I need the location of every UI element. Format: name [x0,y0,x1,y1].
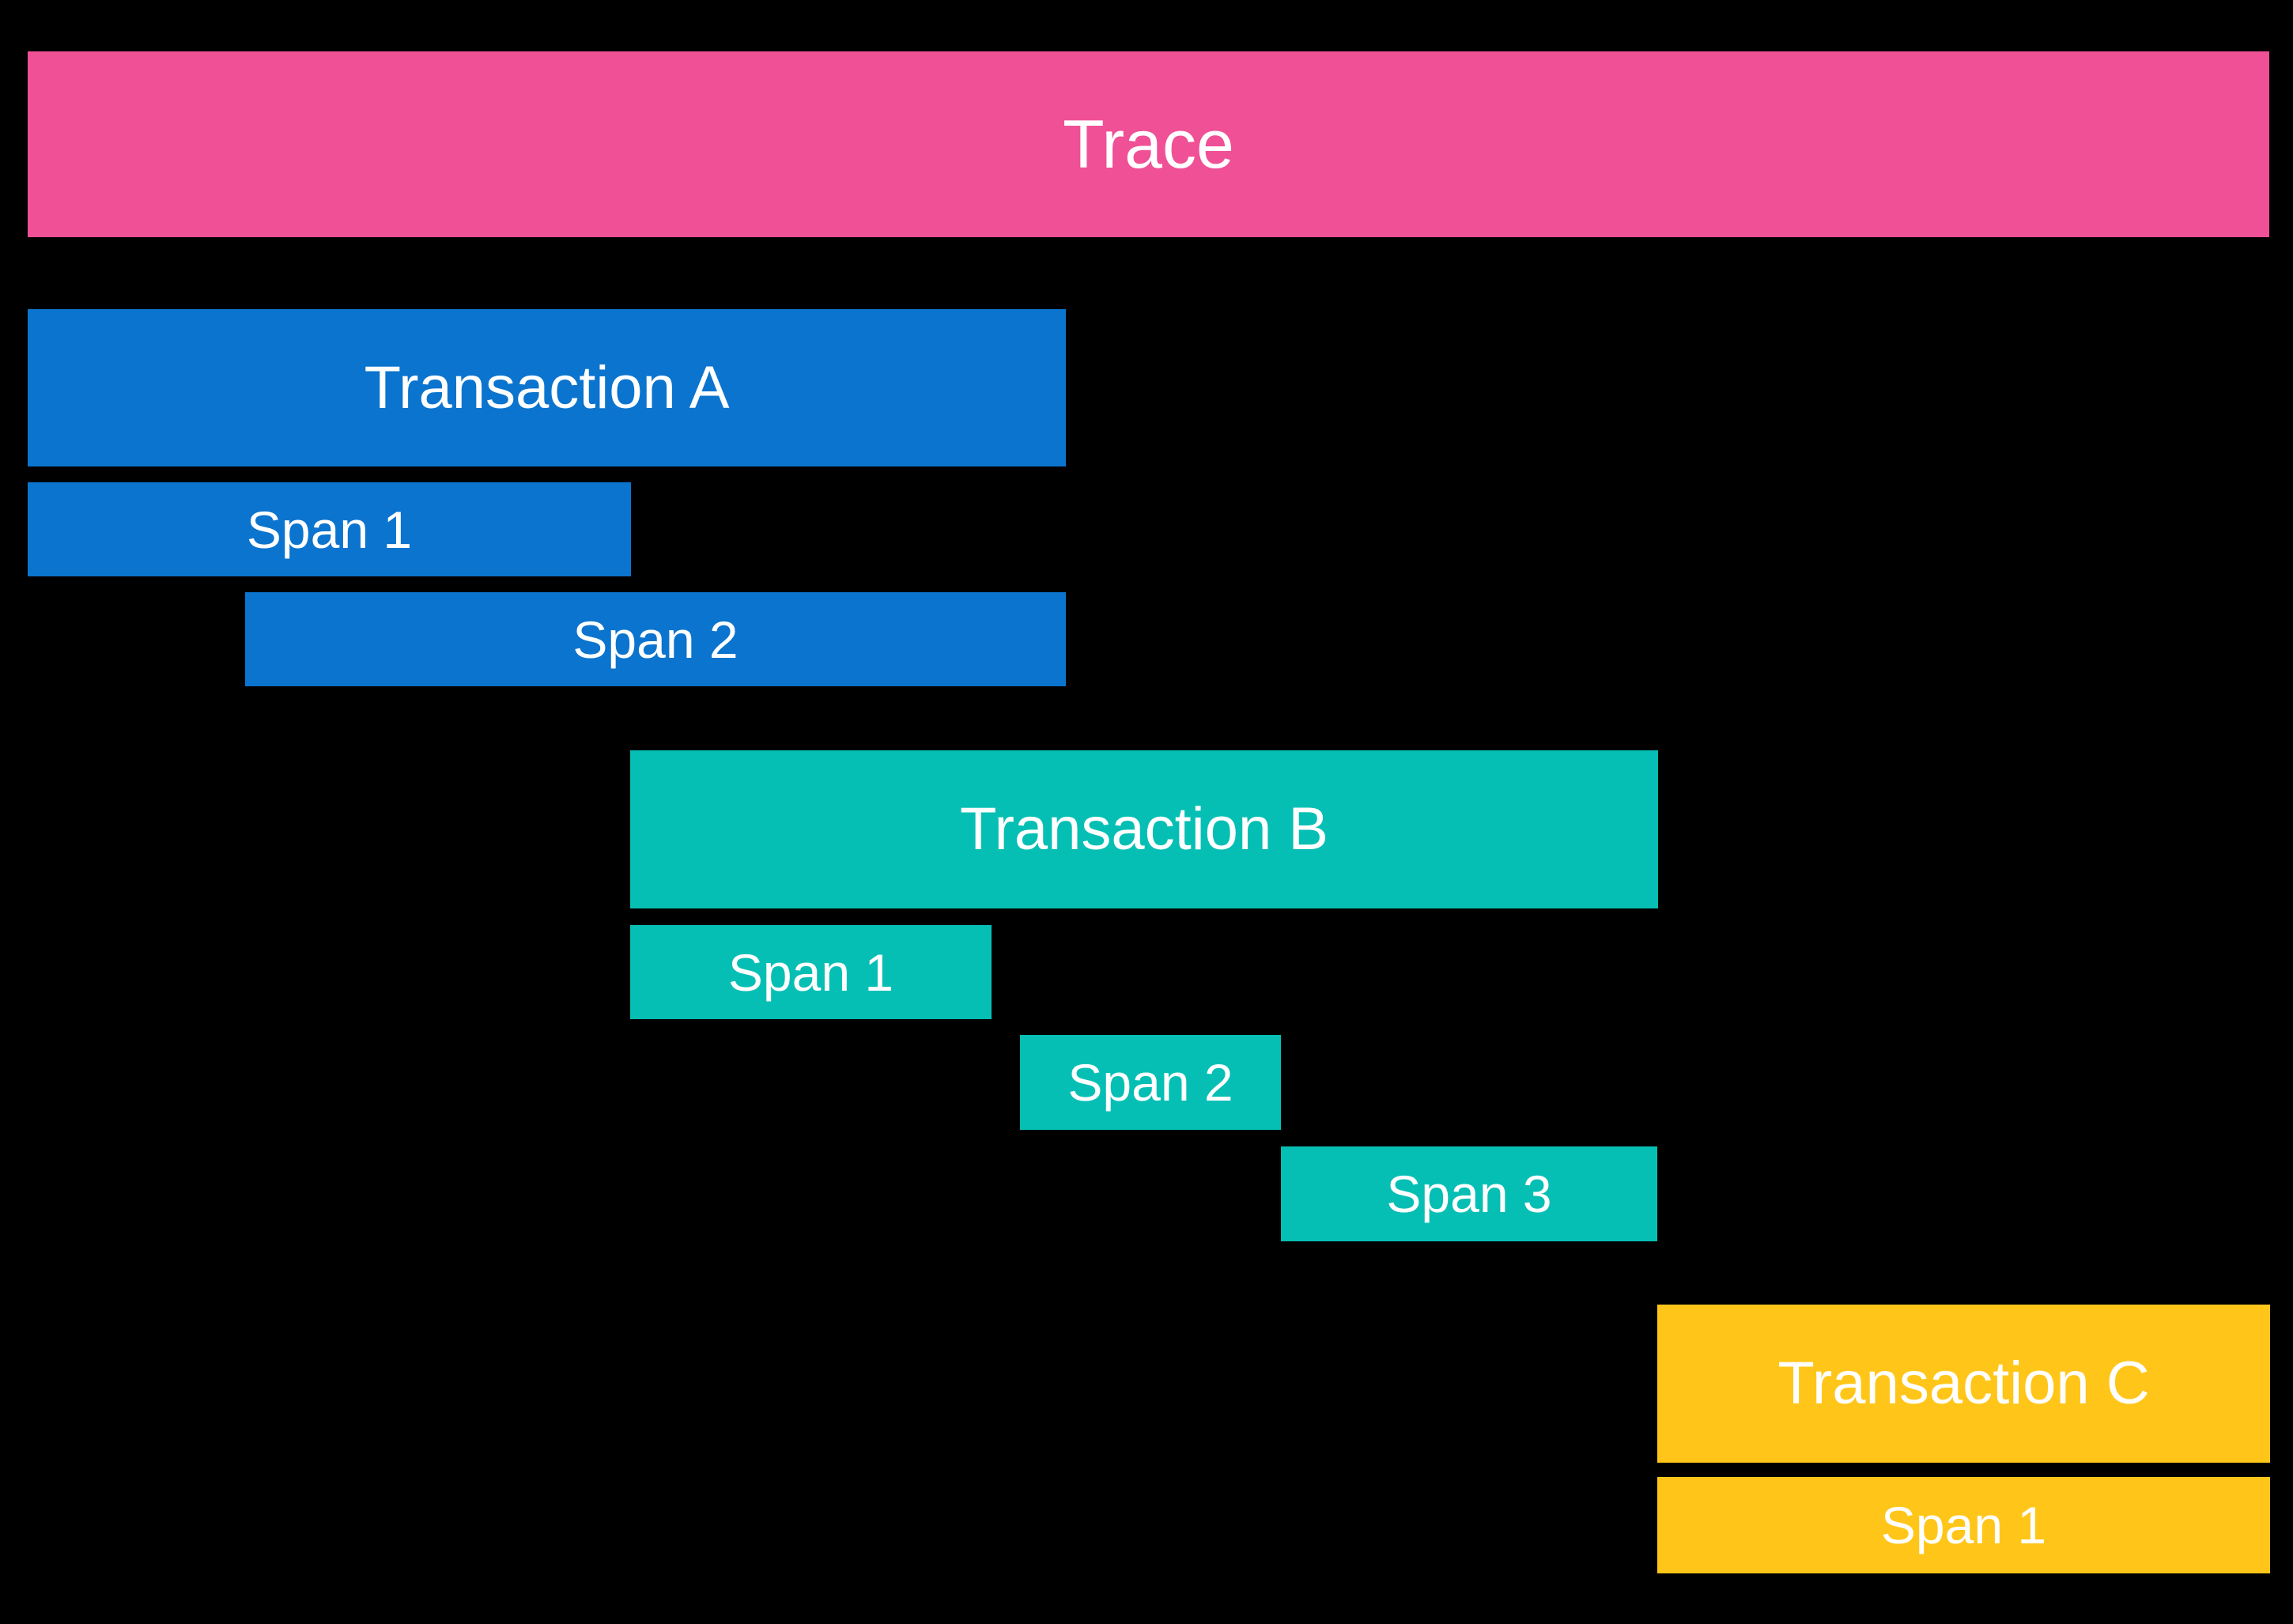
transaction-b-span-2-bar[interactable]: Span 2 [1020,1035,1281,1130]
transaction-b-bar[interactable]: Transaction B [630,750,1658,908]
transaction-c-span-1-bar[interactable]: Span 1 [1657,1477,2270,1573]
transaction-c-label: Transaction C [1777,1350,2150,1417]
transaction-a-span-2-label: Span 2 [572,610,739,669]
trace-label: Trace [1063,106,1234,183]
transaction-b-span-3-label: Span 3 [1386,1165,1552,1223]
transaction-a-label: Transaction A [364,353,730,421]
trace-bar[interactable]: Trace [28,51,2269,237]
transaction-a-span-1-bar[interactable]: Span 1 [28,482,631,576]
transaction-b-span-3-bar[interactable]: Span 3 [1281,1146,1657,1241]
transaction-c-bar[interactable]: Transaction C [1657,1305,2270,1463]
transaction-c-span-1-label: Span 1 [1880,1496,2047,1554]
transaction-b-label: Transaction B [959,795,1329,863]
transaction-b-span-2-label: Span 2 [1067,1053,1233,1112]
transaction-b-span-1-label: Span 1 [727,942,894,1002]
transaction-a-span-2-bar[interactable]: Span 2 [245,592,1066,686]
transaction-b-span-1-bar[interactable]: Span 1 [630,925,992,1019]
transaction-a-span-1-label: Span 1 [246,500,413,559]
transaction-a-bar[interactable]: Transaction A [28,309,1066,466]
